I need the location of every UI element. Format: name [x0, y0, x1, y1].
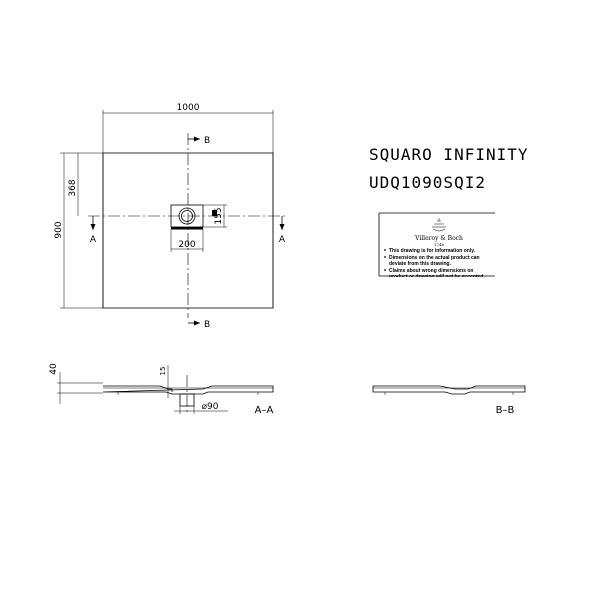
drain-inner-ring [181, 210, 193, 222]
section-b-bottom-arrow [194, 320, 200, 326]
thickness-label: 40 [49, 363, 59, 375]
note-line-5: product or drawing will not be accepted. [389, 274, 485, 280]
product-code: UDQ1090SQI2 [369, 173, 486, 192]
brand-name: Villeroy & Boch [414, 235, 463, 242]
note-bullet-3 [384, 269, 386, 271]
info-box: Villeroy & Boch 1748 This drawing is for… [378, 212, 495, 280]
brand-emblem-icon [432, 218, 446, 232]
section-bb-profile [372, 385, 526, 395]
section-a-left-arrow [90, 224, 96, 230]
note-line-4: Claims about wrong dimensions on [389, 268, 473, 274]
plan-view: 1000 900 368 A A B B [54, 103, 288, 330]
section-bb: B–B [372, 385, 526, 416]
brand-year: 1748 [434, 242, 445, 247]
section-a-right-label: A [279, 235, 286, 245]
note-bullet-1 [384, 249, 386, 251]
note-line-2: Dimensions on the actual product can [389, 255, 480, 261]
section-b-top-arrow [194, 136, 200, 142]
drain-depth-marker [212, 210, 217, 216]
drain-width-label: 200 [178, 240, 195, 250]
section-aa-profile [102, 385, 274, 395]
section-aa-feet [117, 392, 259, 395]
drain-depth-label: 155 [214, 207, 224, 224]
drain-cover-bar [171, 227, 203, 230]
drain-offset-label: 368 [68, 179, 78, 196]
section-aa: 40 15 ⌀90 A–A [49, 363, 273, 416]
note-line-3: deviate from this drawing. [389, 261, 452, 267]
drain-outer-ring [178, 207, 196, 225]
section-b-bottom-label: B [204, 320, 210, 330]
note-line-1: This drawing is for information only. [389, 248, 476, 254]
height-label: 900 [54, 221, 64, 238]
width-label: 1000 [177, 103, 200, 113]
section-bb-caption: B–B [496, 405, 515, 416]
section-bb-feet [384, 392, 514, 395]
section-a-left-label: A [90, 235, 97, 245]
section-aa-caption: A–A [255, 405, 274, 416]
diameter-label: ⌀90 [202, 402, 219, 412]
note-bullet-2 [384, 256, 386, 258]
section-a-right-arrow [279, 224, 285, 230]
product-name: SQUARO INFINITY [369, 145, 529, 164]
section-b-top-label: B [204, 136, 210, 146]
inner-label: 15 [159, 367, 167, 376]
